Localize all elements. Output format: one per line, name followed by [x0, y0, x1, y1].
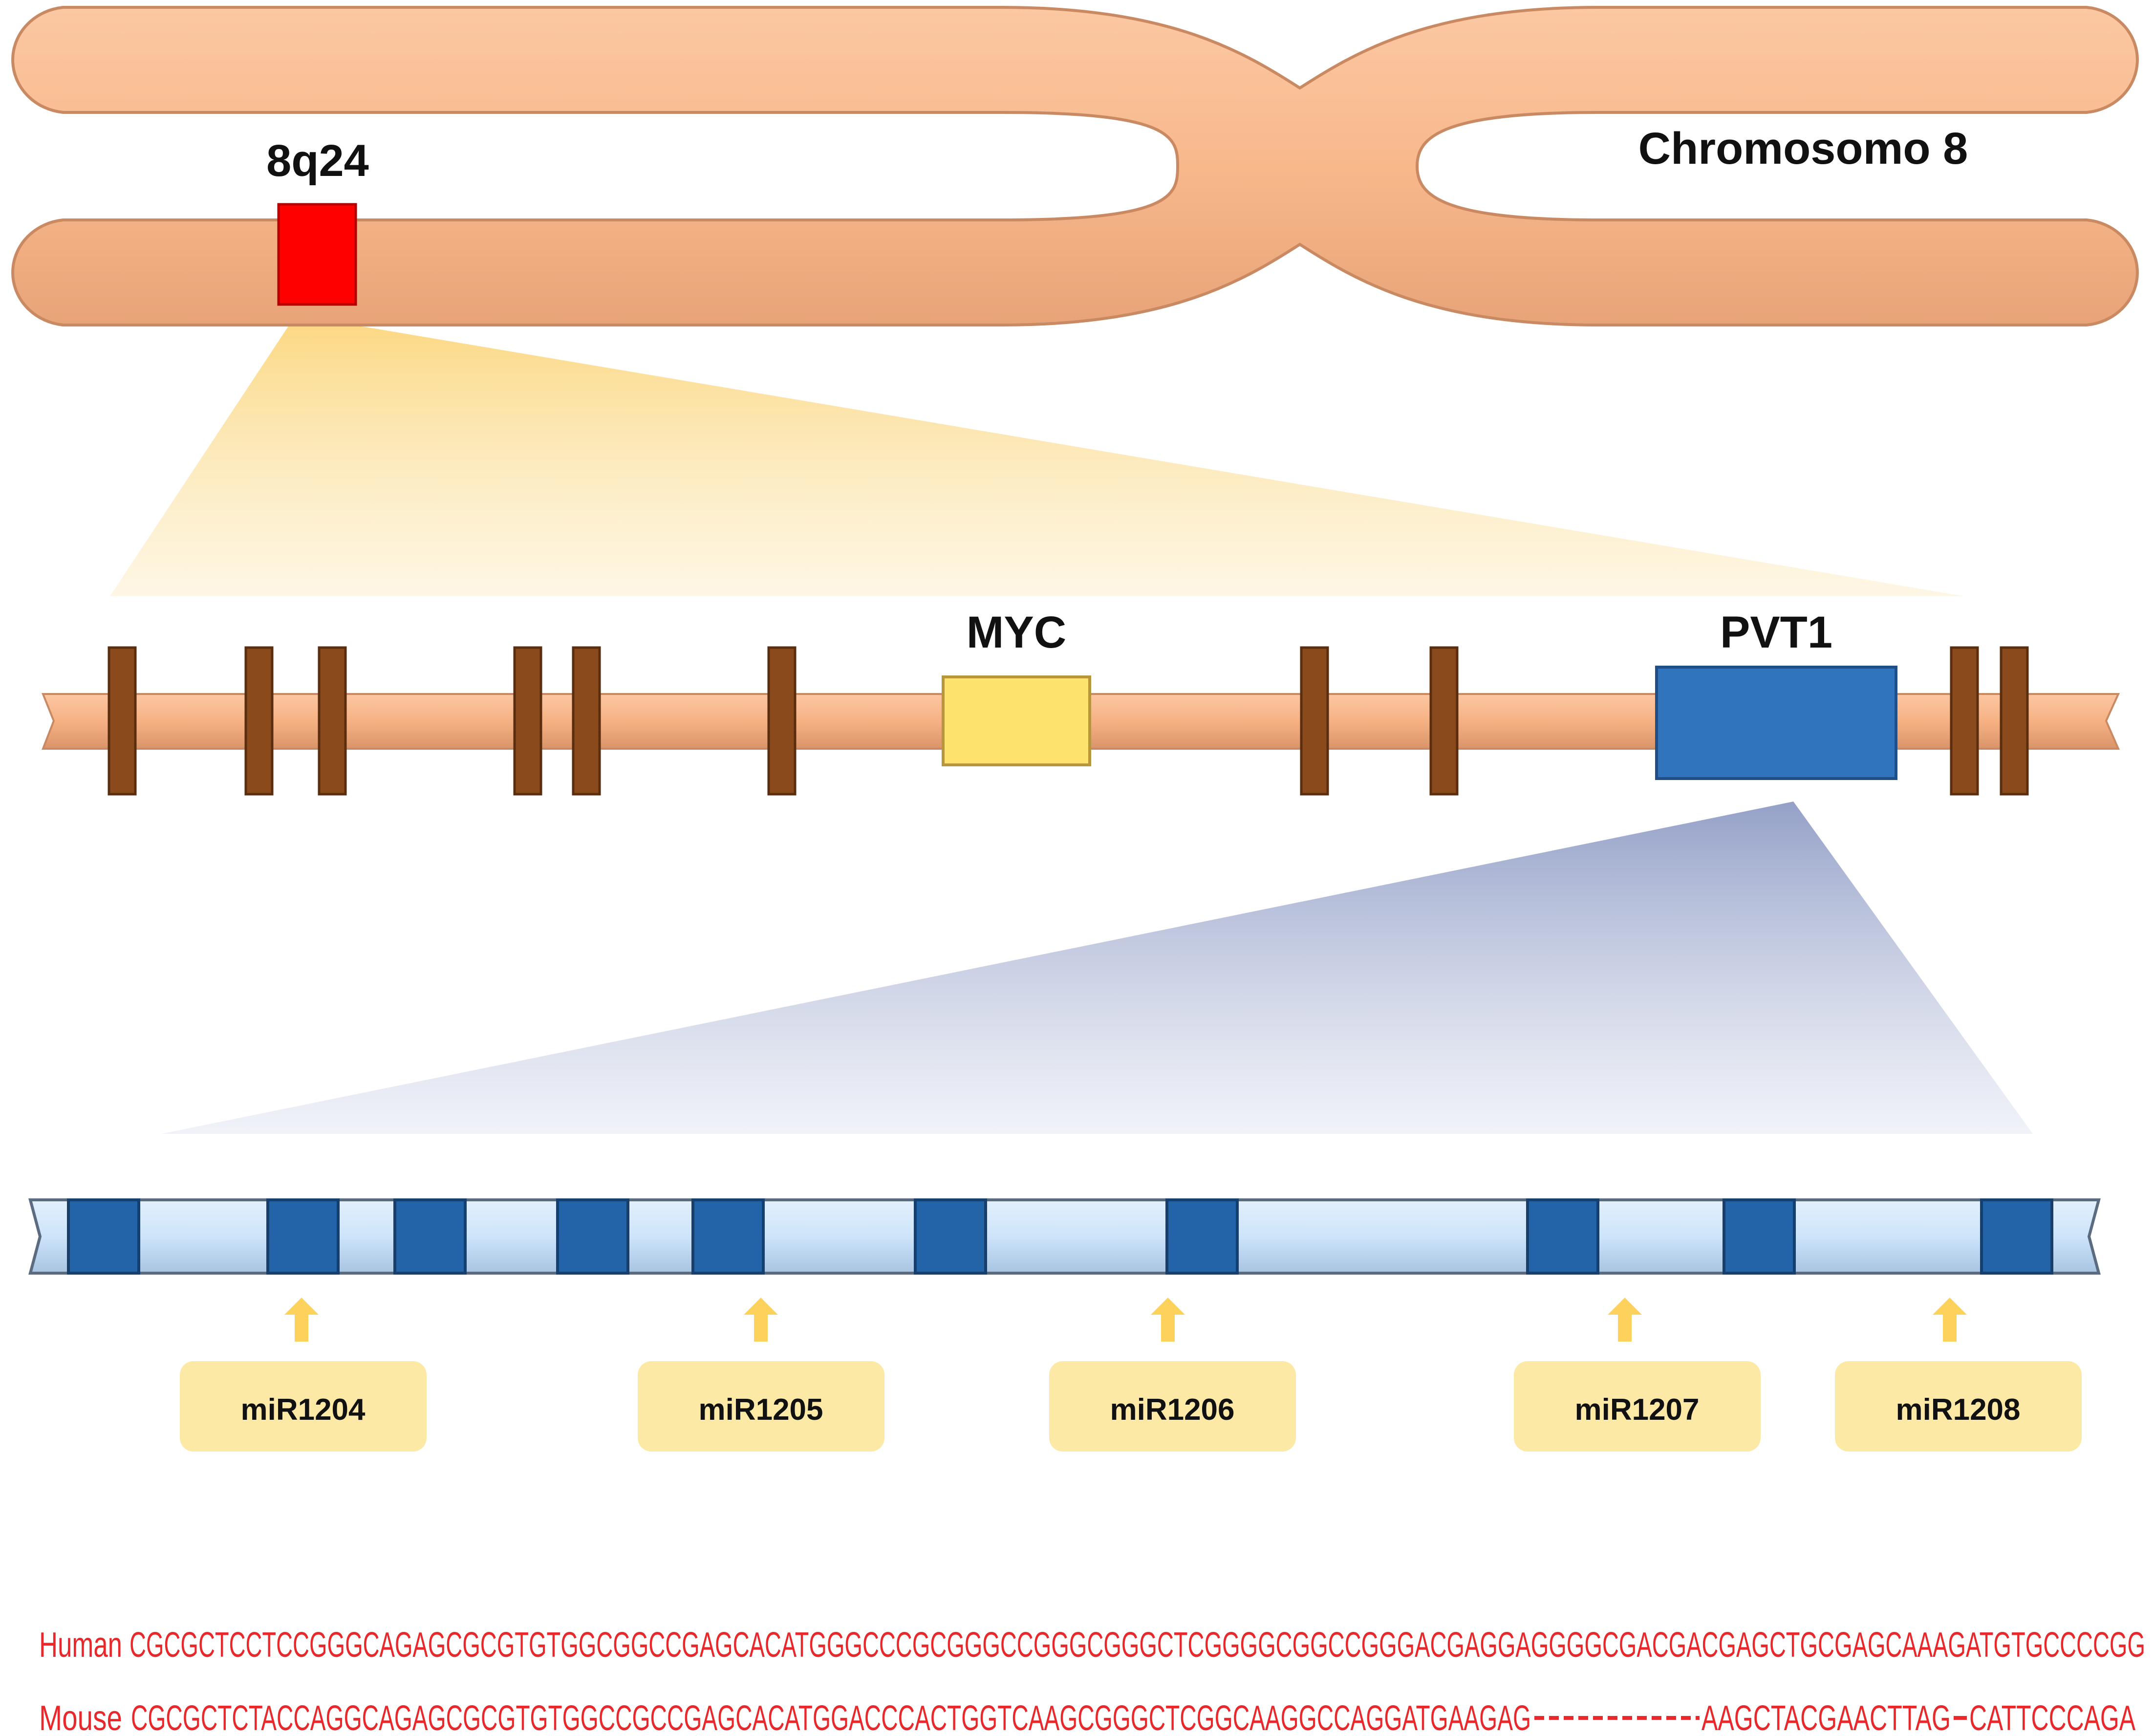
- exon-block-6: [914, 1198, 987, 1275]
- brown-marker-7: [1300, 646, 1329, 796]
- exon-block-8: [1526, 1198, 1599, 1275]
- chromosome-body: [11, 6, 2139, 326]
- exon-block-5: [691, 1198, 765, 1275]
- brown-marker-8: [1429, 646, 1459, 796]
- exon-block-10: [1980, 1198, 2053, 1275]
- zoom-fan-pvt1: [161, 802, 2033, 1134]
- brown-marker-1: [108, 646, 137, 796]
- brown-marker-3: [318, 646, 347, 796]
- exon-block-group: [67, 1198, 2053, 1275]
- chromosome-8: 8q24 Chromosomo 8: [11, 6, 2139, 326]
- sequence-alignment: Human CGCGCTCCTCCGGGCAGAGCGCGTGTGGCGGCCG…: [39, 1626, 2145, 1736]
- label-box-mir1204: [180, 1361, 427, 1452]
- gene-label-myc: MYC: [967, 608, 1066, 657]
- arrow-mir1205: [744, 1298, 778, 1342]
- mirna-label-mir1204: miR1204: [240, 1393, 366, 1427]
- label-box-mir1205: [638, 1361, 884, 1452]
- human-label: Human: [39, 1626, 122, 1665]
- brown-marker-4: [513, 646, 542, 796]
- exon-block-4: [556, 1198, 629, 1275]
- mouse-sequence-segment-1: CGCGCTCTACCAGGCAGAGCGCGTGTGGCCGCCGAGCACA…: [131, 1699, 1531, 1736]
- mirna-label-mir1207: miR1207: [1574, 1393, 1699, 1427]
- mirna-label-mir1208: miR1208: [1896, 1393, 2020, 1427]
- brown-marker-9: [1950, 646, 1979, 796]
- chromosome-name: Chromosomo 8: [1638, 124, 1968, 174]
- brown-marker-10: [2000, 646, 2029, 796]
- marker-group: [108, 646, 2029, 796]
- exon-block-3: [393, 1198, 467, 1275]
- arrow-mir1208: [1933, 1298, 1967, 1342]
- brown-marker-5: [572, 646, 601, 796]
- gene-myc: [942, 675, 1091, 766]
- pvt1-transcript: [28, 1198, 2101, 1275]
- human-sequence: CGCGCTCCTCCGGGCAGAGCGCGTGTGGCGGCCGAGCACA…: [129, 1626, 2145, 1665]
- mirna-label-mir1205: miR1205: [698, 1393, 823, 1427]
- gene-pvt1: [1655, 666, 1897, 780]
- exon-block-2: [266, 1198, 340, 1275]
- mouse-sequence-segment-2: AAGCTACGAACTTAG: [1702, 1699, 1951, 1736]
- gene-label-pvt1: PVT1: [1720, 608, 1832, 657]
- arrow-mir1206: [1151, 1298, 1185, 1342]
- band-label-8q24: 8q24: [266, 136, 369, 186]
- exon-block-1: [67, 1198, 140, 1275]
- arrow-mir1204: [284, 1298, 319, 1342]
- zoom-fan-8q24: [110, 315, 1964, 596]
- exon-block-9: [1723, 1198, 1796, 1275]
- brown-marker-6: [767, 646, 797, 796]
- mirna-label-mir1206: miR1206: [1110, 1393, 1234, 1427]
- mouse-label: Mouse: [39, 1699, 122, 1736]
- mouse-sequence-segment-3: CATTCCCAGA: [1969, 1699, 2135, 1736]
- mirna-labels: miR1204 miR1205 miR1206 miR1207 miR1208: [180, 1298, 2082, 1452]
- band-8q24: [277, 203, 357, 306]
- label-box-mir1207: [1514, 1361, 1761, 1452]
- region-8q24: MYC PVT1: [42, 608, 2120, 796]
- arrow-mir1207: [1608, 1298, 1642, 1342]
- exon-block-7: [1165, 1198, 1239, 1275]
- label-box-mir1208: [1835, 1361, 2082, 1452]
- brown-marker-2: [244, 646, 274, 796]
- label-box-mir1206: [1049, 1361, 1296, 1452]
